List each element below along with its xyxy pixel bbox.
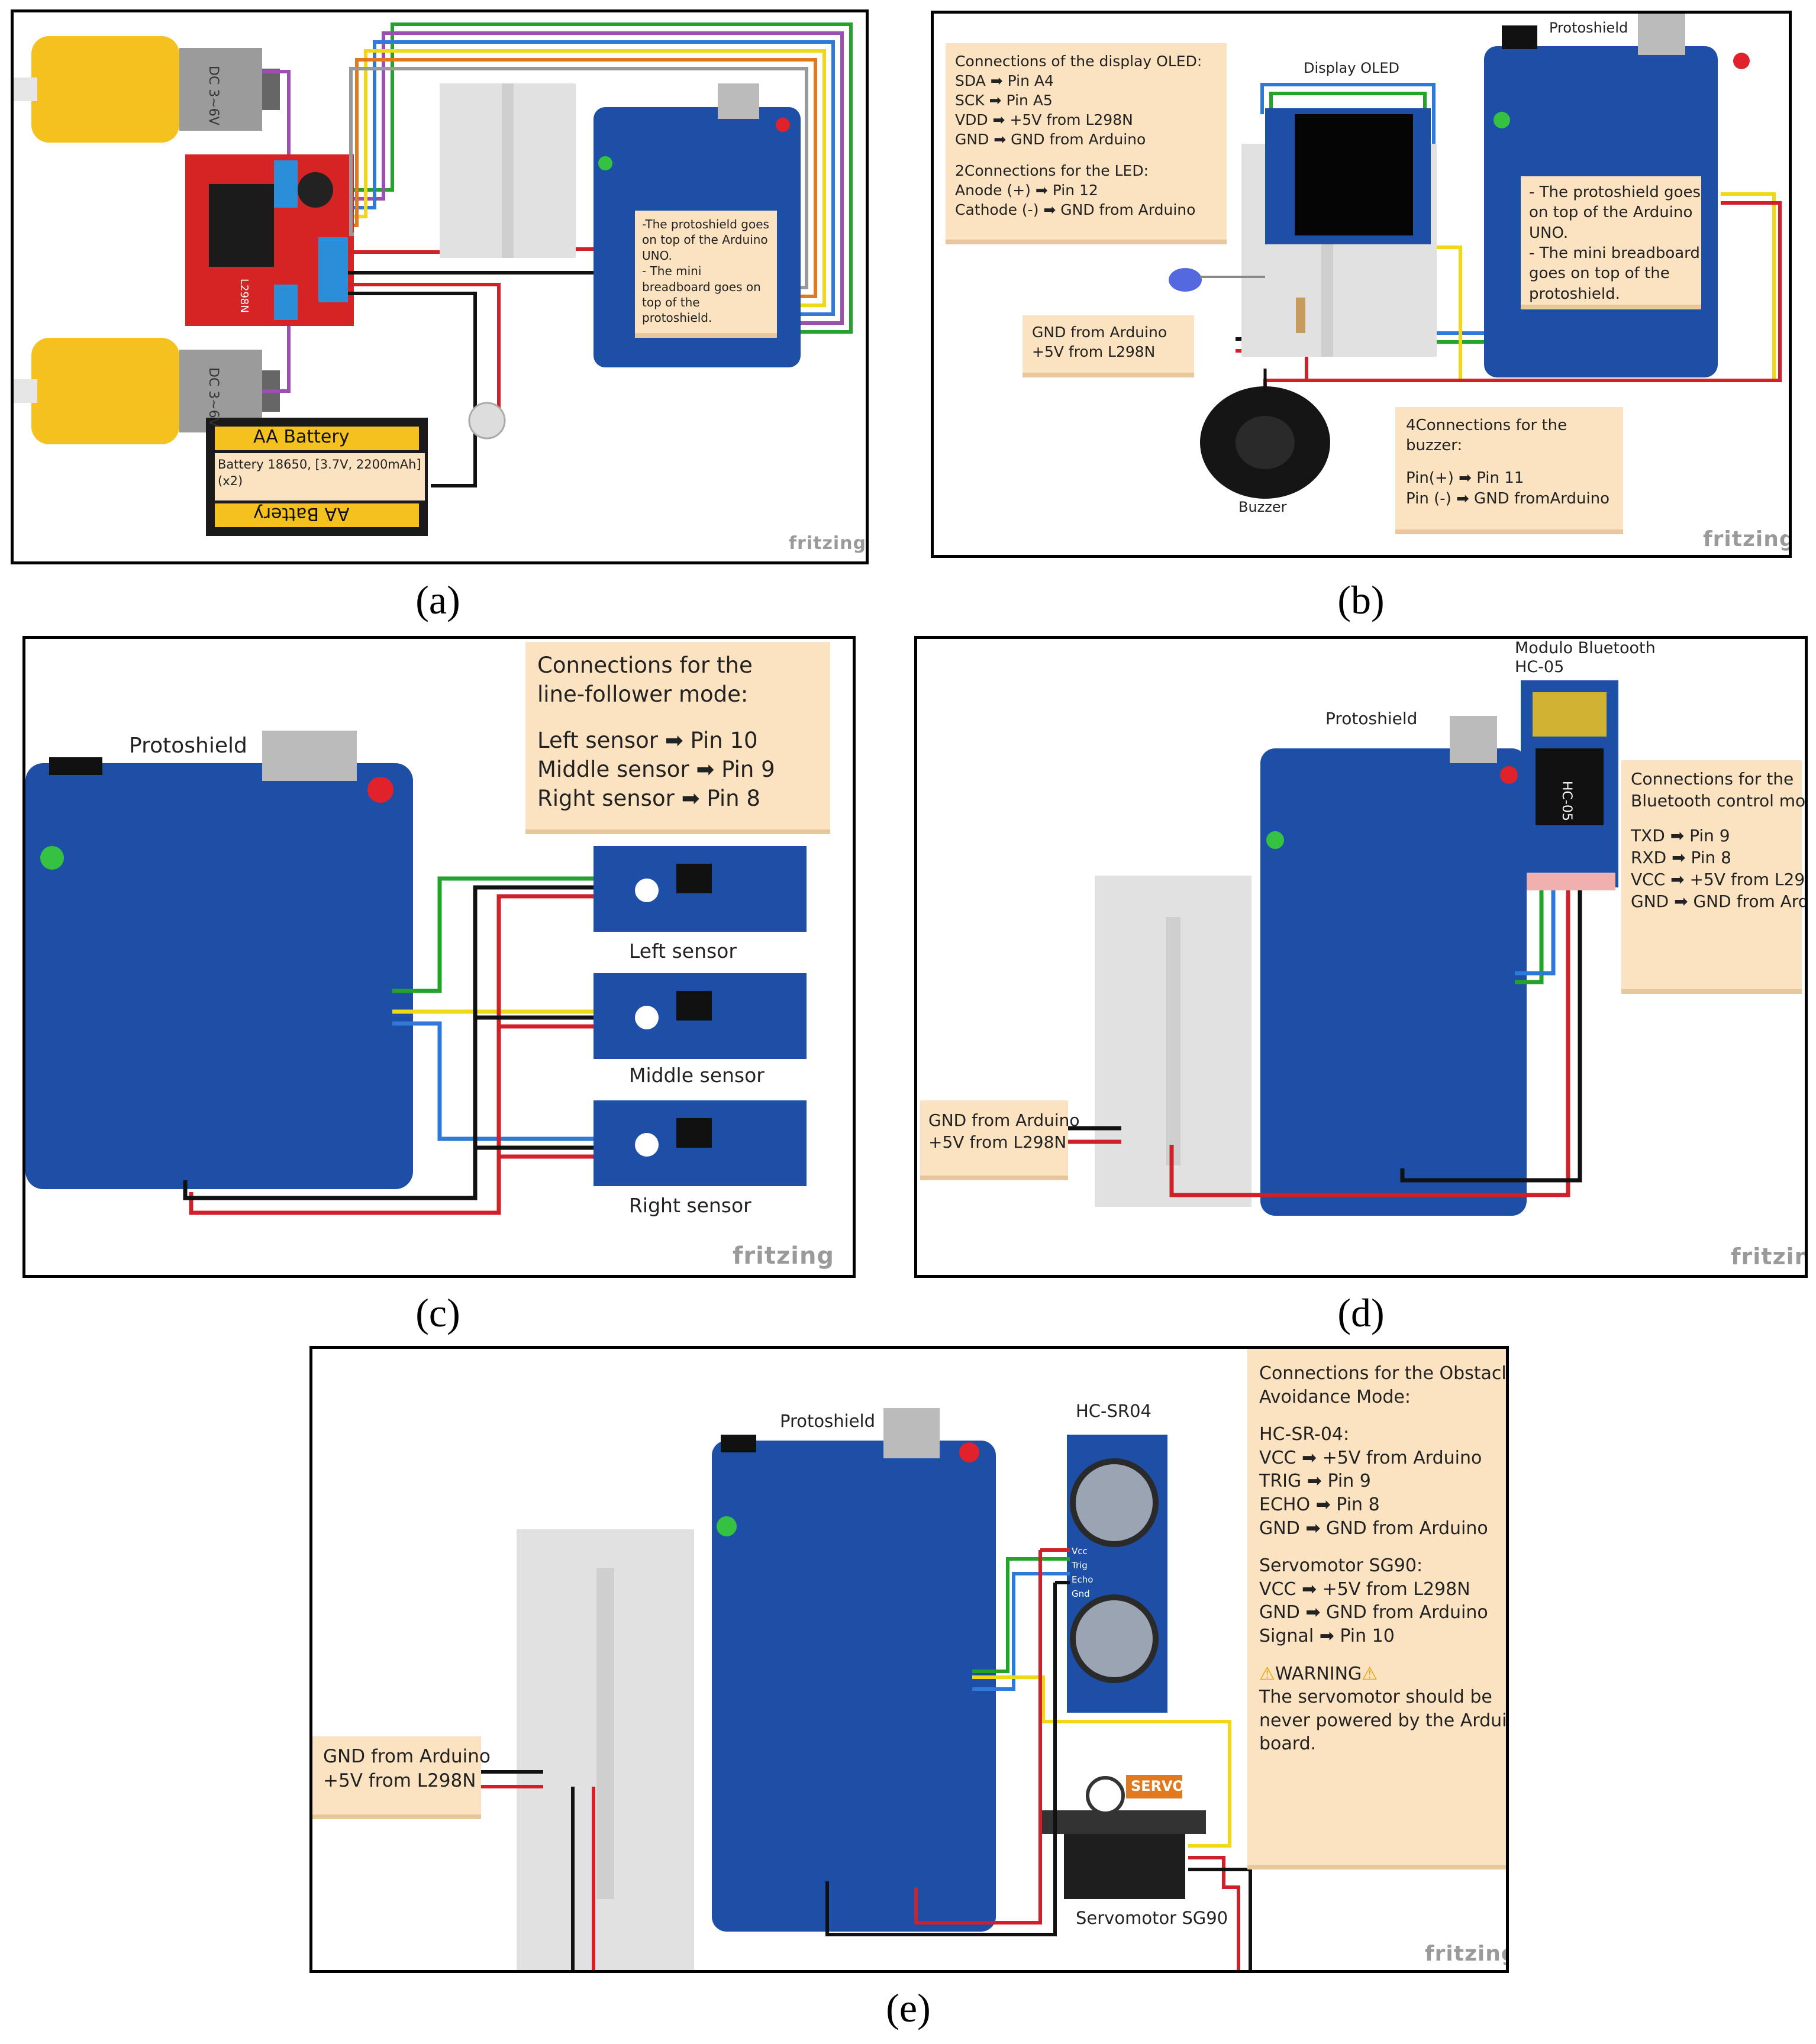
caption-a: (a) xyxy=(415,577,460,622)
servo-label: Servomotor SG90 xyxy=(1076,1908,1228,1928)
mini-breadboard-a xyxy=(440,83,576,258)
power-note-b: GND from Arduino+5V from L298N xyxy=(1022,315,1194,377)
panel-c-diagram xyxy=(25,731,807,1215)
servo-sg90 xyxy=(1040,1775,1206,1899)
sensor-right xyxy=(593,1100,807,1186)
buzzer xyxy=(1200,369,1330,499)
bluetooth-chip-label: HC-05 xyxy=(1559,781,1574,821)
wires-d xyxy=(1065,890,1582,1197)
right-sensor-label: Right sensor xyxy=(629,1194,751,1217)
bluetooth-module xyxy=(1521,680,1618,890)
power-switch xyxy=(468,402,506,440)
fritzing-watermark-e: fritzing xyxy=(1425,1942,1509,1966)
servo-chip-label: SERVO xyxy=(1131,1778,1185,1794)
warning-icon-2: ⚠ xyxy=(1362,1663,1378,1684)
power-note-e: GND from Arduino+5V from L298N xyxy=(312,1736,491,1819)
caption-e: (e) xyxy=(886,1985,931,2030)
l298n-driver xyxy=(185,154,354,326)
battery-bottom-label: AA Battery xyxy=(253,503,350,524)
fritzing-watermark-b: fritzing xyxy=(1703,527,1792,551)
led-blue xyxy=(1169,268,1265,292)
motor-bottom-label: DC 3~6V xyxy=(206,367,221,427)
caption-d: (d) xyxy=(1337,1290,1385,1335)
oled-display xyxy=(1265,108,1431,244)
motor-top-label: DC 3~6V xyxy=(206,66,221,125)
shield-title-d: Protoshield xyxy=(1325,709,1418,728)
battery-top-label: AA Battery xyxy=(253,427,350,447)
panel-e-diagram xyxy=(481,1408,1252,1970)
sensor-left xyxy=(593,846,807,932)
sensor-middle xyxy=(593,973,807,1059)
sonar-title: HC-SR04 xyxy=(1076,1401,1151,1421)
arduino-protoshield-e xyxy=(712,1408,996,1932)
wires-c xyxy=(183,876,599,1215)
l298n-label: L298N xyxy=(238,279,250,313)
dc-motor-top xyxy=(14,36,280,143)
mini-breadboard-e xyxy=(517,1529,694,1970)
arduino-protoshield-c xyxy=(25,731,413,1189)
fritzing-watermark-c: fritzing xyxy=(733,1242,835,1270)
fritzing-watermark-a: fritzing xyxy=(789,533,867,554)
oled-title: Display OLED xyxy=(1304,60,1399,76)
oled-connections-note: Connections of the display OLED:SDA ➡ Pi… xyxy=(946,43,1227,244)
shield-title-e: Protoshield xyxy=(780,1411,875,1431)
power-note-d: GND from Arduino+5V from L298N xyxy=(920,1100,1080,1180)
hc-sr04-sensor xyxy=(1067,1435,1167,1713)
warning-icon: ⚠ xyxy=(1259,1663,1275,1684)
battery-holder xyxy=(206,418,428,536)
middle-sensor-label: Middle sensor xyxy=(629,1064,765,1087)
buzzer-title: Buzzer xyxy=(1238,499,1287,515)
wires-e xyxy=(481,1548,1252,1970)
panel-b-frame: Protoshield Display OLED Buzzer Connecti… xyxy=(931,11,1792,558)
panel-d-diagram xyxy=(1065,680,1618,1216)
caption-c: (c) xyxy=(415,1290,460,1335)
caption-b: (b) xyxy=(1337,577,1385,622)
resistor xyxy=(1296,298,1305,333)
panel-a-frame: DC 3~6V DC 3~6V L298N AA Battery AA Batt… xyxy=(11,9,869,564)
shield-title-c: Protoshield xyxy=(129,734,247,758)
arduino-protoshield-d xyxy=(1260,716,1527,1216)
left-sensor-label: Left sensor xyxy=(629,939,737,963)
fritzing-watermark-d: fritzing xyxy=(1731,1244,1805,1270)
shield-title-b: Protoshield xyxy=(1549,20,1628,36)
obstacle-connections-note: Connections for the Obstacle-Avoidance M… xyxy=(1247,1349,1506,1869)
warning-heading: ⚠WARNING⚠ xyxy=(1259,1663,1378,1684)
battery-note: Battery 18650, [3.7V, 2200mAh] (x2) xyxy=(218,457,421,489)
